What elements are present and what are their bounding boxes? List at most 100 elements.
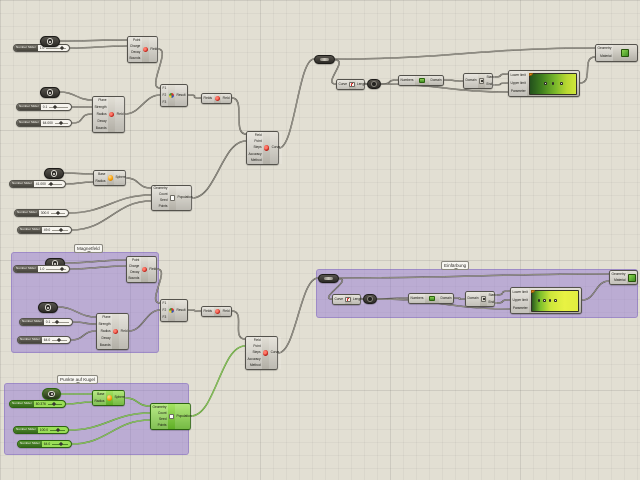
input-port-steps[interactable]: Steps <box>253 145 262 150</box>
input-port-point[interactable]: Point <box>253 343 261 348</box>
input-port-steps[interactable]: Steps <box>252 350 261 355</box>
gradient-bar[interactable] <box>531 289 579 312</box>
output-port-sphere[interactable]: Sphere <box>114 395 125 400</box>
input-port-point[interactable]: Point <box>133 37 141 42</box>
wire[interactable] <box>69 45 128 49</box>
slider-grip[interactable] <box>52 104 58 110</box>
input-port-points[interactable]: Points <box>157 423 167 428</box>
output-port-length[interactable]: Length <box>353 296 363 301</box>
wire[interactable] <box>71 419 151 445</box>
input-port-bounds[interactable]: Bounds <box>99 342 111 347</box>
input-port-charge[interactable]: Charge <box>128 263 140 268</box>
slider-track[interactable] <box>52 227 68 233</box>
input-port-numbers[interactable]: Numbers <box>410 295 424 300</box>
input-port-geometry[interactable]: Geometry <box>597 46 612 51</box>
input-port-seed[interactable]: Seed <box>159 417 167 422</box>
input-port-bounds[interactable]: Bounds <box>129 56 141 61</box>
slider-track[interactable] <box>52 319 69 325</box>
input-port-radius[interactable]: Radius <box>96 111 107 116</box>
output-port-sphere[interactable]: Sphere <box>115 175 126 180</box>
input-port-lower-limit[interactable]: Lower limit <box>510 72 526 77</box>
output-port-curve[interactable]: Curve <box>270 350 280 355</box>
output-port-field[interactable]: Field <box>150 46 158 51</box>
input-port-radius[interactable]: Radius <box>100 328 111 333</box>
slider-grip[interactable] <box>58 441 64 447</box>
slider-grip[interactable] <box>59 266 64 272</box>
wire[interactable] <box>494 299 511 304</box>
number-parameter[interactable] <box>367 79 381 89</box>
wire[interactable] <box>328 278 343 300</box>
bounds[interactable]: Numbers Domain <box>408 293 454 304</box>
input-port-base[interactable]: Base <box>97 391 105 396</box>
output-port-population[interactable]: Population <box>177 195 193 200</box>
output-port-end[interactable]: End <box>486 81 493 86</box>
input-port-points[interactable]: Points <box>158 204 168 209</box>
input-port-plane[interactable]: Plane <box>98 97 107 102</box>
wire[interactable] <box>64 259 127 264</box>
output-port-start[interactable]: Start <box>488 292 496 297</box>
wire[interactable] <box>68 412 151 431</box>
slider-track[interactable] <box>46 45 66 51</box>
wire[interactable] <box>69 265 127 270</box>
point-parameter[interactable] <box>40 87 60 98</box>
output-port-field[interactable]: Field <box>120 328 128 333</box>
input-port-fields[interactable]: Fields <box>203 95 213 100</box>
slider-track[interactable] <box>52 441 68 447</box>
output-port-domain[interactable]: Domain <box>440 295 452 300</box>
slider-track[interactable] <box>47 401 63 407</box>
wire[interactable] <box>71 200 152 231</box>
input-port-fields[interactable]: Fields <box>203 308 213 313</box>
slider-grip[interactable] <box>58 227 64 233</box>
input-port-count[interactable]: Count <box>158 192 168 197</box>
wire[interactable] <box>453 297 466 300</box>
output-port-field[interactable]: Field <box>222 95 230 100</box>
slider-track[interactable] <box>46 266 66 272</box>
input-port-f1[interactable]: F1 <box>162 300 167 305</box>
wire[interactable] <box>494 290 511 296</box>
input-port-f2[interactable]: F2 <box>162 307 167 312</box>
gradient-grip[interactable] <box>551 82 555 85</box>
wire[interactable] <box>376 298 511 310</box>
input-port-radius[interactable]: Radius <box>95 178 106 183</box>
wire[interactable] <box>65 181 94 185</box>
input-port-bounds[interactable]: Bounds <box>95 125 107 130</box>
wire[interactable] <box>278 58 315 149</box>
input-port-radius[interactable]: Radius <box>94 398 105 403</box>
input-port-decay[interactable]: Decay <box>97 118 107 123</box>
wire[interactable] <box>65 401 93 405</box>
curve-parameter[interactable] <box>318 274 339 283</box>
wire[interactable] <box>443 79 464 82</box>
slider-track[interactable] <box>50 427 65 433</box>
input-port-decay[interactable]: Decay <box>131 50 141 55</box>
wire[interactable] <box>124 397 151 407</box>
gradient-grip[interactable] <box>560 82 563 85</box>
group-label[interactable]: Punkte auf Kugel <box>57 375 98 384</box>
input-port-method[interactable]: Method <box>250 158 262 163</box>
input-port-curve[interactable]: Curve <box>338 81 348 86</box>
input-port-material[interactable]: Material <box>600 54 612 59</box>
gradient-grip[interactable] <box>543 299 546 302</box>
input-port-upper-limit[interactable]: Upper limit <box>512 297 528 302</box>
slider-track[interactable] <box>47 181 63 187</box>
slider-grip[interactable] <box>58 120 63 126</box>
gradient-grip[interactable] <box>544 82 547 85</box>
input-port-bounds[interactable]: Bounds <box>128 276 140 281</box>
slider-grip[interactable] <box>55 210 61 216</box>
wire[interactable] <box>154 48 164 89</box>
input-port-decay[interactable]: Decay <box>101 335 111 340</box>
